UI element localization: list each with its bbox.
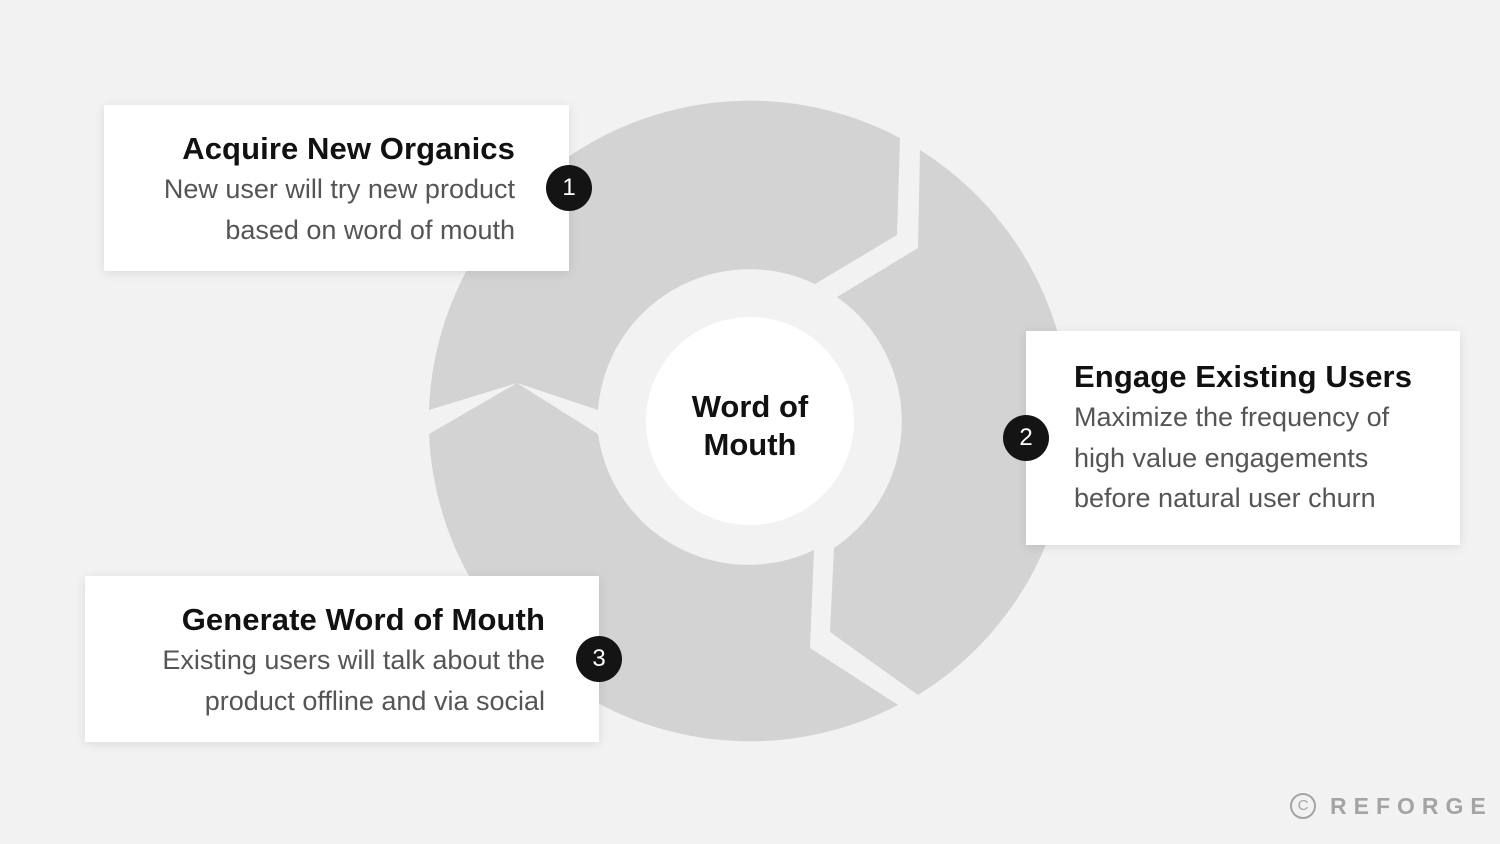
- step-description-line: based on word of mouth: [225, 214, 515, 245]
- center-label: Word of Mouth: [640, 388, 860, 464]
- step-description-line: Existing users will talk about the: [162, 645, 545, 675]
- step-description-line: Maximize the frequency of: [1074, 402, 1390, 432]
- step-description: Existing users will talk about the produ…: [105, 640, 545, 721]
- step-description-line: product offline and via social: [204, 685, 545, 716]
- cycle-segment-engage: [830, 150, 1071, 695]
- step-number-badge: 3: [576, 636, 622, 682]
- step-description: Maximize the frequency of high value eng…: [1074, 397, 1440, 519]
- step-number-badge: 1: [546, 165, 592, 211]
- center-label-line-1: Word of: [691, 389, 809, 424]
- step-description-line: New user will try new product: [163, 174, 515, 204]
- step-card-generate: Generate Word of Mouth Existing users wi…: [85, 576, 599, 742]
- center-label-line-2: Mouth: [703, 427, 797, 462]
- brand-name: REFORGE: [1330, 792, 1493, 819]
- step-card-acquire: Acquire New Organics New user will try n…: [104, 105, 569, 271]
- step-card-engage: Engage Existing Users Maximize the frequ…: [1026, 331, 1460, 545]
- center-circle: [646, 317, 854, 525]
- step-description: New user will try new product based on w…: [124, 169, 515, 250]
- step-number-badge: 2: [1003, 415, 1049, 461]
- step-title: Generate Word of Mouth: [181, 602, 545, 637]
- brand-logo: C REFORGE: [1290, 791, 1493, 821]
- step-description-line: before natural user churn: [1074, 483, 1376, 513]
- step-title: Engage Existing Users: [1074, 359, 1413, 394]
- copyright-icon: C: [1290, 793, 1316, 819]
- step-description-line: high value engagements: [1074, 442, 1369, 473]
- step-title: Acquire New Organics: [182, 131, 515, 166]
